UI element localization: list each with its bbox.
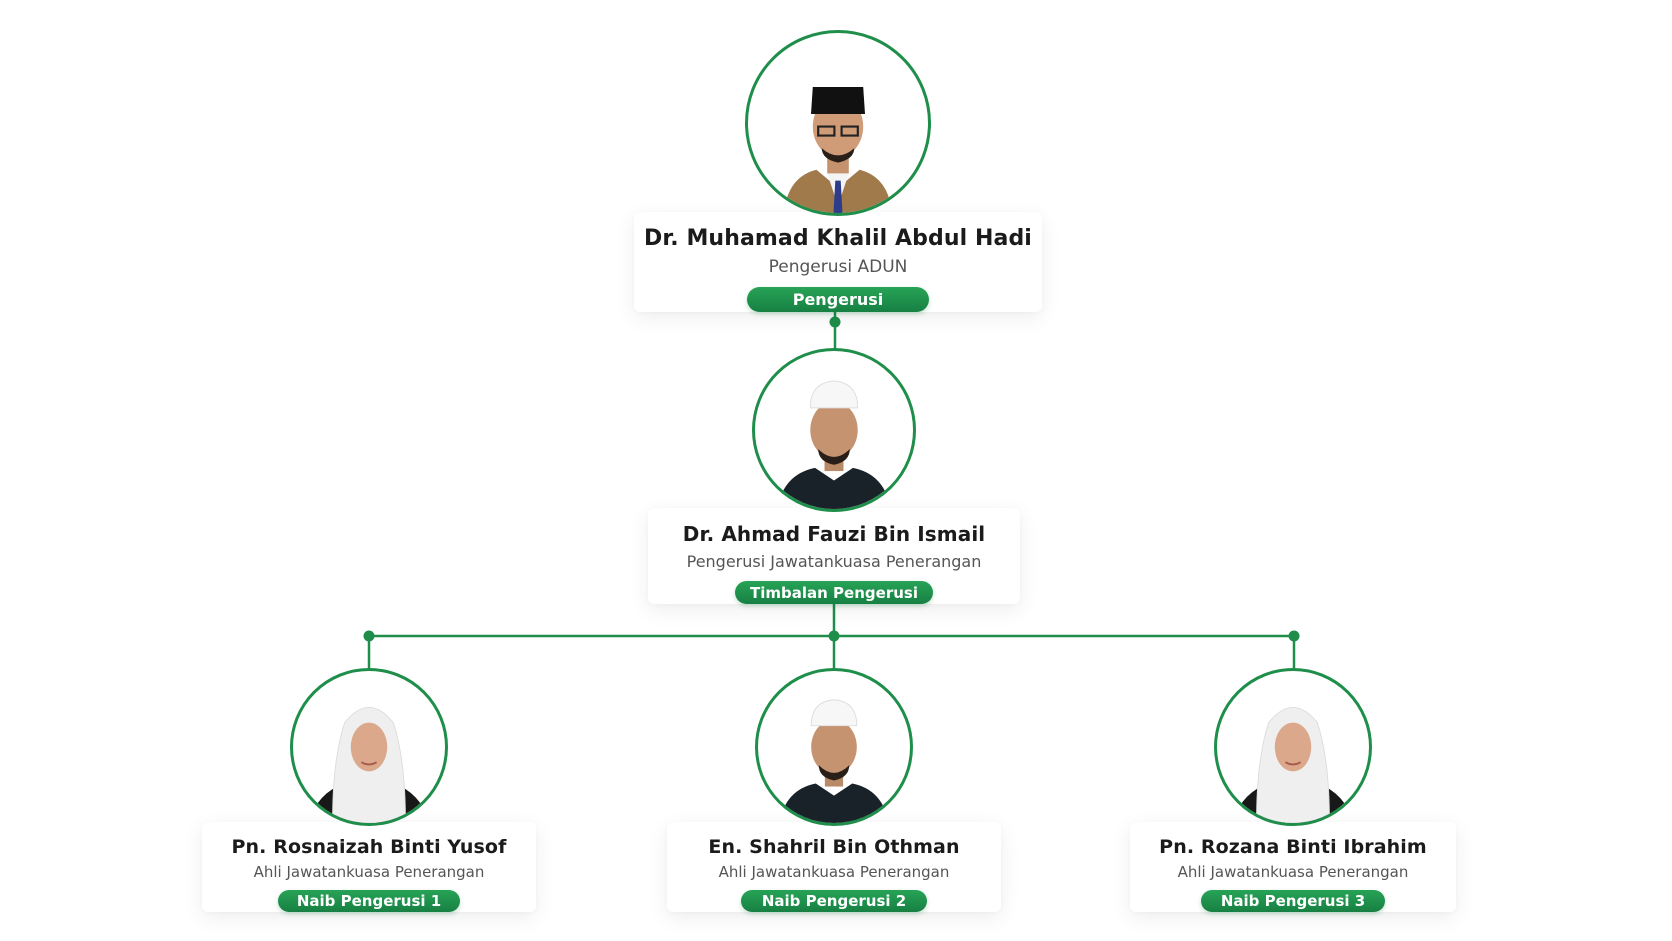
role-badge: Timbalan Pengerusi: [735, 581, 933, 604]
org-node-chairman: Dr. Muhamad Khalil Abdul Hadi Pengerusi …: [634, 30, 1042, 312]
role-badge: Pengerusi: [747, 287, 929, 312]
info-card-deputy-chairman: Dr. Ahmad Fauzi Bin Ismail Pengerusi Jaw…: [648, 508, 1020, 604]
info-card-vice-chairman-3: Pn. Rozana Binti Ibrahim Ahli Jawatankua…: [1130, 822, 1456, 912]
org-node-vice-chairman-1: Pn. Rosnaizah Binti Yusof Ahli Jawatanku…: [202, 668, 536, 912]
avatar-deputy-chairman: [752, 348, 916, 512]
role-badge: Naib Pengerusi 1: [278, 890, 460, 912]
person-name: En. Shahril Bin Othman: [708, 836, 960, 858]
woman-hijab-portrait-icon: [308, 707, 430, 823]
person-name: Pn. Rosnaizah Binti Yusof: [231, 836, 507, 858]
org-node-vice-chairman-3: Pn. Rozana Binti Ibrahim Ahli Jawatankua…: [1130, 668, 1456, 912]
person-title: Pengerusi Jawatankuasa Penerangan: [686, 552, 982, 571]
man-kopiah-portrait-icon: [777, 380, 891, 509]
org-node-deputy-chairman: Dr. Ahmad Fauzi Bin Ismail Pengerusi Jaw…: [648, 348, 1020, 604]
person-title: Ahli Jawatankuasa Penerangan: [718, 863, 950, 881]
person-title: Pengerusi ADUN: [768, 257, 908, 277]
person-name: Dr. Ahmad Fauzi Bin Ismail: [682, 522, 986, 546]
woman-hijab-portrait-icon: [1232, 707, 1354, 823]
person-title: Ahli Jawatankuasa Penerangan: [253, 863, 485, 881]
avatar-vice-chairman-3: [1214, 668, 1372, 826]
role-badge: Naib Pengerusi 3: [1201, 890, 1385, 912]
info-card-vice-chairman-1: Pn. Rosnaizah Binti Yusof Ahli Jawatanku…: [202, 822, 536, 912]
role-badge: Naib Pengerusi 2: [741, 890, 927, 912]
org-node-vice-chairman-2: En. Shahril Bin Othman Ahli Jawatankuasa…: [667, 668, 1001, 912]
avatar-vice-chairman-2: [755, 668, 913, 826]
person-name: Pn. Rozana Binti Ibrahim: [1159, 836, 1427, 858]
man-songkok-suit-portrait-icon: [784, 87, 892, 213]
avatar-vice-chairman-1: [290, 668, 448, 826]
info-card-vice-chairman-2: En. Shahril Bin Othman Ahli Jawatankuasa…: [667, 822, 1001, 912]
avatar-chairman: [745, 30, 931, 216]
info-card-chairman: Dr. Muhamad Khalil Abdul Hadi Pengerusi …: [634, 212, 1042, 312]
man-kopiah-portrait-icon: [779, 699, 889, 823]
person-name: Dr. Muhamad Khalil Abdul Hadi: [644, 226, 1032, 251]
person-title: Ahli Jawatankuasa Penerangan: [1177, 863, 1409, 881]
connector-dot-top: [829, 316, 841, 328]
